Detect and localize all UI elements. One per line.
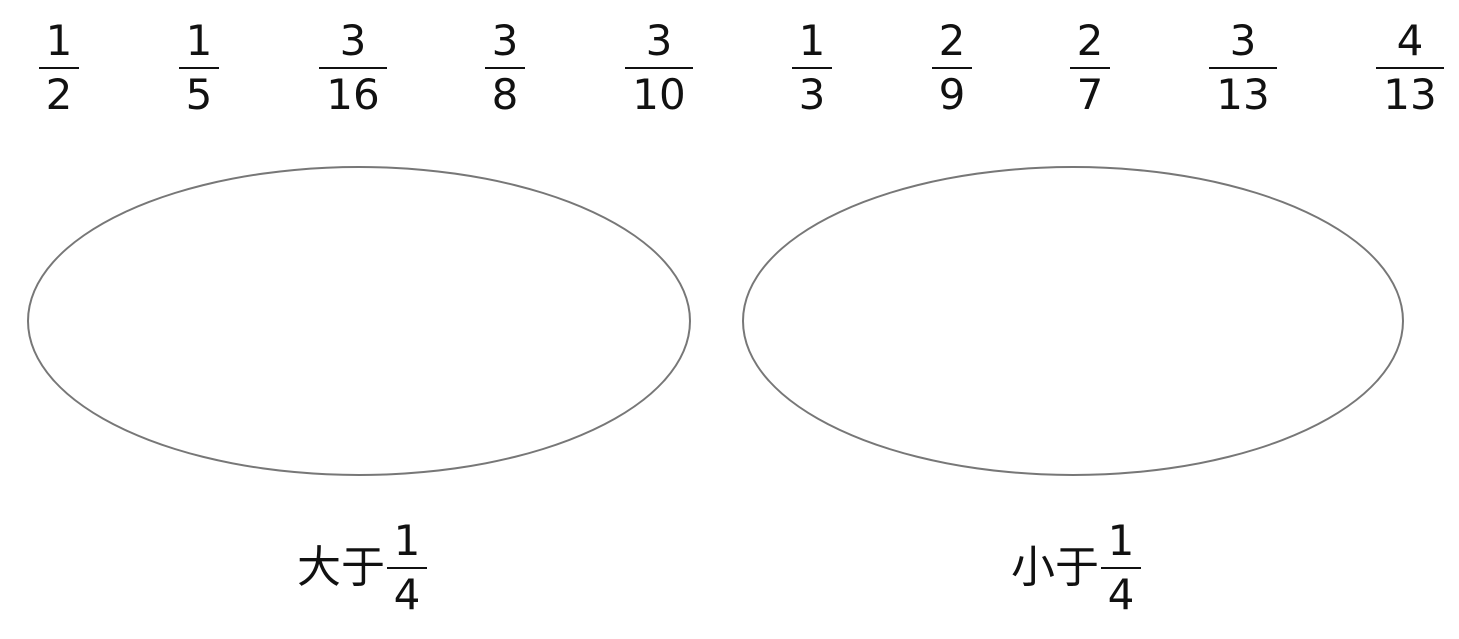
fraction-denominator: 4 — [1107, 570, 1135, 619]
fraction-denominator: 4 — [393, 570, 421, 619]
fraction-item[interactable]: 3 16 — [319, 18, 387, 118]
fraction-list: 1 2 1 5 3 16 3 8 3 10 1 3 2 9 2 7 3 13 — [0, 0, 1459, 130]
less-than-drop-zone[interactable] — [742, 166, 1404, 476]
fraction-bar — [1101, 567, 1141, 569]
fraction-numerator: 1 — [1107, 516, 1135, 565]
fraction-denominator: 16 — [326, 70, 380, 119]
greater-than-text: 大于 — [297, 542, 385, 593]
fraction-numerator: 3 — [339, 16, 367, 65]
greater-than-drop-zone[interactable] — [27, 166, 691, 476]
fraction-item[interactable]: 2 9 — [932, 18, 972, 118]
greater-than-label: 大于 1 4 — [297, 518, 427, 618]
fraction-bar — [625, 67, 693, 69]
fraction-numerator: 1 — [45, 16, 73, 65]
fraction-bar — [1209, 67, 1277, 69]
fraction-denominator: 8 — [491, 70, 519, 119]
fraction-denominator: 13 — [1216, 70, 1270, 119]
fraction-bar — [1070, 67, 1110, 69]
fraction-bar — [792, 67, 832, 69]
fraction-denominator: 5 — [185, 70, 213, 119]
fraction-numerator: 1 — [185, 16, 213, 65]
less-than-text: 小于 — [1011, 542, 1099, 593]
fraction-bar — [387, 567, 427, 569]
fraction-bar — [932, 67, 972, 69]
fraction-bar — [319, 67, 387, 69]
less-than-fraction: 1 4 — [1101, 518, 1141, 618]
fraction-item[interactable]: 1 2 — [39, 18, 79, 118]
fraction-denominator: 2 — [45, 70, 73, 119]
fraction-bar — [179, 67, 219, 69]
fraction-numerator: 1 — [393, 516, 421, 565]
fraction-item[interactable]: 3 13 — [1209, 18, 1277, 118]
fraction-numerator: 3 — [645, 16, 673, 65]
fraction-bar — [485, 67, 525, 69]
fraction-numerator: 3 — [1229, 16, 1257, 65]
greater-than-fraction: 1 4 — [387, 518, 427, 618]
fraction-item[interactable]: 3 10 — [625, 18, 693, 118]
fraction-item[interactable]: 4 13 — [1376, 18, 1444, 118]
fraction-denominator: 13 — [1383, 70, 1437, 119]
fraction-denominator: 10 — [632, 70, 686, 119]
fraction-numerator: 2 — [1076, 16, 1104, 65]
fraction-numerator: 2 — [938, 16, 966, 65]
fraction-numerator: 3 — [491, 16, 519, 65]
fraction-denominator: 7 — [1076, 70, 1104, 119]
fraction-denominator: 3 — [798, 70, 826, 119]
fraction-denominator: 9 — [938, 70, 966, 119]
fraction-bar — [39, 67, 79, 69]
fraction-bar — [1376, 67, 1444, 69]
less-than-label: 小于 1 4 — [1011, 518, 1141, 618]
fraction-numerator: 1 — [798, 16, 826, 65]
fraction-numerator: 4 — [1396, 16, 1424, 65]
fraction-item[interactable]: 1 3 — [792, 18, 832, 118]
fraction-item[interactable]: 3 8 — [485, 18, 525, 118]
fraction-item[interactable]: 1 5 — [179, 18, 219, 118]
fraction-item[interactable]: 2 7 — [1070, 18, 1110, 118]
